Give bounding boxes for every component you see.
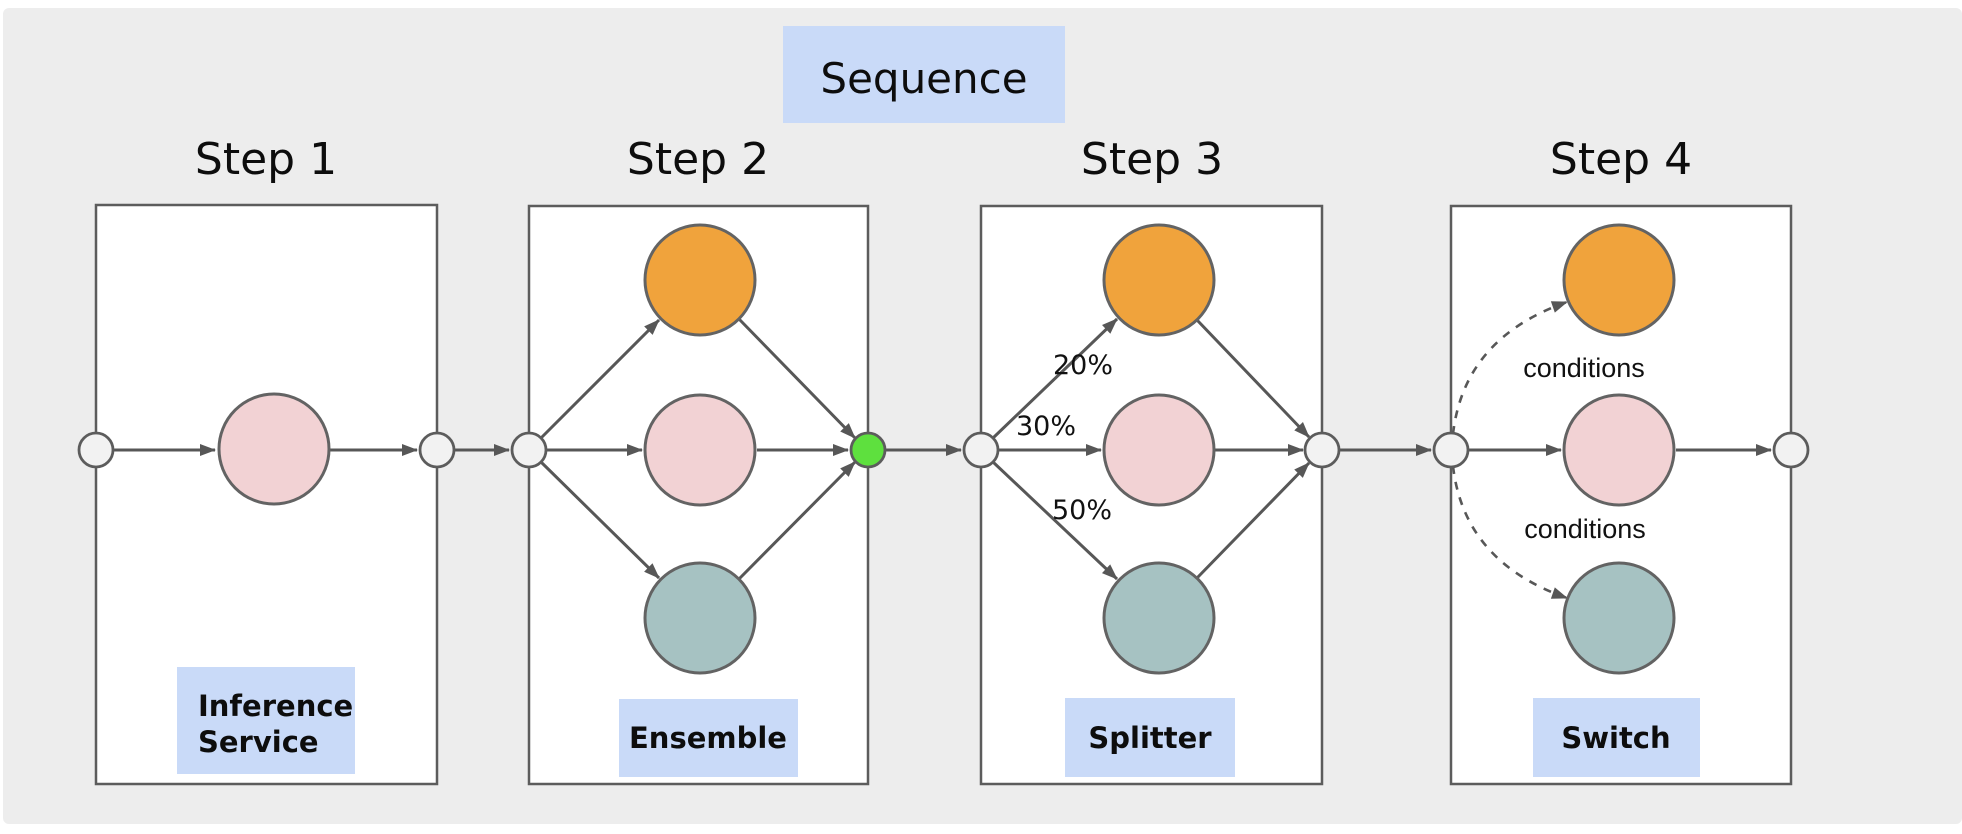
step4-label-chip[interactable] [1533,698,1700,777]
connector-step3-orange-to-out[interactable] [1195,318,1311,439]
connector-step2-orange-to-out[interactable] [737,317,857,440]
step4-teal-node[interactable] [1562,561,1676,675]
step3-pink-node[interactable] [1102,393,1216,507]
sequence-title-label: Sequence [820,54,1027,103]
step4-pink-node[interactable] [1562,393,1676,507]
step3-out-port[interactable] [1303,431,1341,469]
step3-label: Splitter [1088,721,1212,755]
step1-label-chip[interactable] [177,667,355,774]
step1-label-line1: Inference [198,689,353,723]
step2-in-port[interactable] [510,431,548,469]
step4-in-port[interactable] [1432,431,1470,469]
connector-step4-in-to-teal-dashed[interactable] [1451,465,1568,600]
step3-title: Step 3 [1081,134,1223,185]
step4-orange-node[interactable] [1562,223,1676,337]
step2-label-chip[interactable] [619,699,798,777]
step2-teal-node[interactable] [643,561,757,675]
step4-label: Switch [1561,721,1670,755]
step2-label: Ensemble [629,721,787,755]
connector-step3-in-to-teal[interactable] [991,460,1119,581]
connector-step2-teal-to-out[interactable] [737,460,857,581]
step3-branch-label-20: 20% [1053,350,1113,381]
step4-title: Step 4 [1550,134,1692,185]
step2-title: Step 2 [627,134,769,185]
sequence-title-chip[interactable] [783,26,1065,123]
step2-out-port-active[interactable] [849,431,887,469]
step1-model-node[interactable] [217,392,331,506]
step4-out-port[interactable] [1772,431,1810,469]
step4-branch-label-conditions-bottom: conditions [1524,514,1646,544]
connector-step2-in-to-orange[interactable] [539,318,661,440]
connector-step2-in-to-teal[interactable] [539,460,661,580]
connector-step3-in-to-orange[interactable] [991,317,1119,440]
step1-label-line2: Service [198,725,319,759]
step2-pink-node[interactable] [643,393,757,507]
step1-title: Step 1 [195,134,337,185]
step3-orange-node[interactable] [1102,223,1216,337]
step3-branch-label-50: 50% [1052,495,1112,526]
step1-out-port[interactable] [418,431,456,469]
step3-branch-label-30: 30% [1016,411,1076,442]
step2-orange-node[interactable] [643,223,757,337]
step4-branch-label-conditions-top: conditions [1523,353,1645,383]
step3-label-chip[interactable] [1065,698,1235,777]
connector-step3-teal-to-out[interactable] [1195,461,1311,580]
step3-in-port[interactable] [962,431,1000,469]
step3-teal-node[interactable] [1102,561,1216,675]
step1-in-port[interactable] [77,431,115,469]
connector-step4-in-to-orange-dashed[interactable] [1451,300,1568,435]
